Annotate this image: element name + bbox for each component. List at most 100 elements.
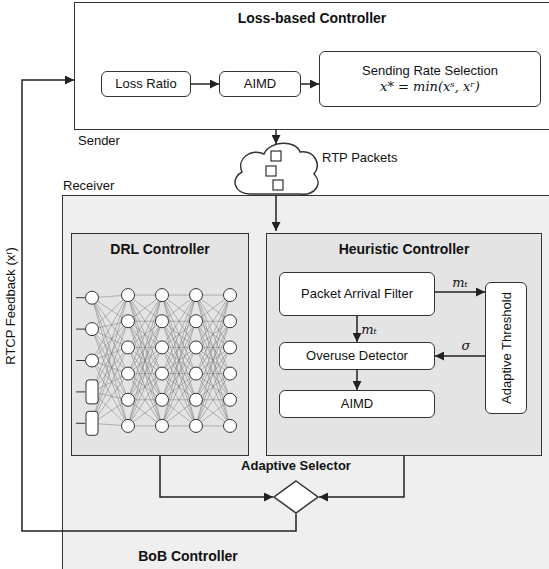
nn-weight — [196, 295, 230, 426]
connector-arrow — [435, 291, 485, 293]
node-title: Heuristic Controller — [267, 241, 541, 257]
node-label: AIMD — [240, 76, 281, 92]
decision-diamond: Adaptive Selector — [236, 458, 356, 514]
connector-arrow — [435, 355, 485, 357]
nn-neuron — [156, 289, 169, 302]
nn-neuron — [122, 315, 135, 328]
process-box: Sending Rate Selectionx* = min(xˢ, xʳ) — [319, 51, 541, 107]
nn-weight — [196, 295, 230, 426]
node-title: Loss-based Controller — [75, 10, 549, 26]
receive-arrow — [275, 195, 277, 231]
packet-square — [266, 166, 276, 176]
node-label: Overuse Detector — [302, 348, 412, 364]
controller-panel: Heuristic ControllerPacket Arrival Filte… — [266, 233, 542, 456]
nn-neuron — [190, 419, 203, 432]
nn-neuron — [122, 289, 135, 302]
connector-arrow — [356, 370, 358, 390]
nn-neuron — [190, 341, 203, 354]
node-label: Adaptive Threshold — [499, 292, 514, 404]
nn-weight — [162, 347, 196, 426]
connector-arrow — [319, 456, 404, 497]
edge-label: mₜ — [452, 275, 468, 290]
edge-label: mₜ — [361, 322, 377, 337]
nn-input — [76, 423, 85, 424]
node-title: BoB Controller — [93, 548, 283, 564]
nn-neuron — [224, 367, 237, 380]
nn-input — [76, 391, 85, 392]
nn-neuron — [224, 393, 237, 406]
send-arrow — [275, 130, 277, 144]
nn-weight — [162, 295, 196, 373]
nn-input — [76, 360, 85, 361]
nn-neuron — [86, 354, 99, 367]
nn-weight — [128, 295, 162, 426]
packet-label: RTP Packets — [322, 150, 397, 165]
process-box: Packet Arrival Filter — [279, 272, 435, 316]
nn-neuron — [224, 419, 237, 432]
nn-neuron — [86, 323, 99, 336]
neural-network — [72, 234, 250, 457]
nn-conv-block — [86, 380, 98, 404]
nn-neuron — [156, 393, 169, 406]
process-box: Loss Ratio — [101, 71, 191, 97]
nn-weight — [196, 295, 230, 373]
nn-neuron — [156, 419, 169, 432]
connector-arrow — [22, 80, 296, 531]
receiver-region: BoB Controller DRL Controller Heuristic Co… — [62, 195, 549, 569]
network-cloud — [235, 143, 318, 194]
nn-neuron — [190, 289, 203, 302]
node-label: Packet Arrival Filter — [297, 286, 417, 302]
connector-arrow — [301, 83, 319, 85]
nn-neuron — [86, 291, 99, 304]
nn-neuron — [224, 315, 237, 328]
nn-neuron — [190, 315, 203, 328]
node-label: Loss Ratio — [111, 76, 180, 92]
nn-input — [76, 297, 85, 298]
nn-weight — [128, 347, 162, 426]
nn-neuron — [122, 419, 135, 432]
formula-text: x* = min(xˢ, xʳ) — [376, 79, 484, 95]
nn-weight — [196, 347, 230, 426]
nn-neuron — [190, 367, 203, 380]
nn-weight — [162, 295, 196, 426]
nn-neuron — [156, 367, 169, 380]
process-box: AIMD — [219, 71, 301, 97]
nn-weight — [162, 347, 196, 426]
nn-weight — [196, 295, 230, 373]
edge-label: σ — [462, 338, 471, 353]
nn-weight — [162, 295, 196, 426]
connector-arrow — [191, 83, 219, 85]
packet-square — [271, 151, 281, 161]
nn-conv-block — [86, 411, 98, 435]
nn-neuron — [122, 367, 135, 380]
node-title: Adaptive Selector — [236, 458, 356, 473]
nn-neuron — [122, 393, 135, 406]
nn-weight — [196, 347, 230, 426]
process-box: Overuse Detector — [279, 342, 435, 370]
process-box: AIMD — [279, 390, 435, 418]
nn-weight — [128, 295, 162, 373]
nn-weight — [128, 295, 162, 426]
nn-weight — [128, 295, 162, 373]
node-title: DRL Controller — [72, 241, 248, 257]
controller-panel: DRL Controller — [71, 233, 249, 456]
nn-neuron — [190, 393, 203, 406]
nn-neuron — [156, 315, 169, 328]
nn-weight — [128, 347, 162, 426]
nn-neuron — [224, 289, 237, 302]
nn-neuron — [156, 341, 169, 354]
nn-neuron — [224, 341, 237, 354]
process-box: Adaptive Threshold — [485, 282, 527, 414]
node-label: AIMD — [337, 396, 378, 412]
diamond-outline — [274, 481, 318, 513]
controller-region: Loss-based ControllerLoss Ratio AIMD Sendi… — [74, 2, 549, 130]
connector-arrow — [356, 316, 358, 342]
region-label: Receiver — [63, 178, 114, 193]
node-label: Sending Rate Selection — [358, 63, 502, 79]
edge-label: RTCP Feedback (xʳ) — [3, 247, 18, 365]
diamond-shape — [273, 480, 319, 514]
nn-input — [76, 329, 85, 330]
nn-neuron — [122, 341, 135, 354]
region-label: Sender — [78, 133, 120, 148]
